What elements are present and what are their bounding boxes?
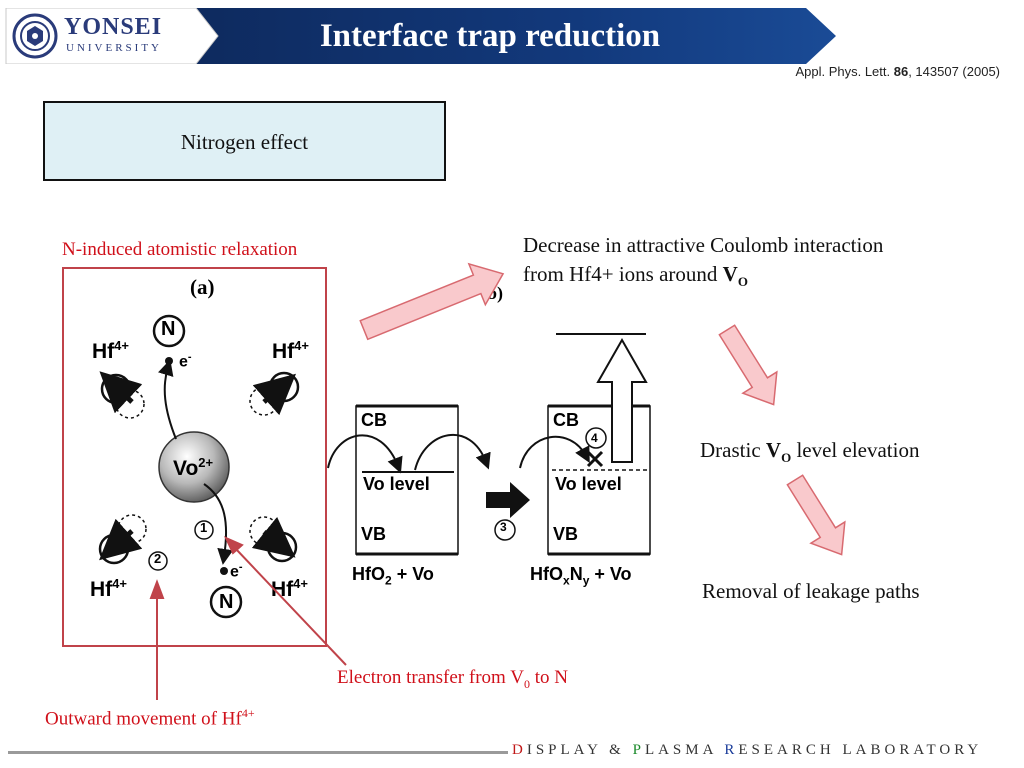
hf-top-left-charge: 4+	[114, 338, 129, 353]
university-seal-icon	[12, 13, 58, 59]
oxygen-vacancy	[158, 431, 230, 503]
footer-esearch: ESEARCH	[738, 742, 835, 758]
vo-charge: 2+	[198, 455, 214, 470]
panel-b-label: b)	[487, 283, 504, 303]
hf-top-left-text: Hf	[92, 340, 115, 363]
outward-movement-label: Outward movement of Hf4+	[45, 706, 255, 730]
hfo2-caption-pre: HfO	[352, 564, 385, 584]
elevation-text: Drastic VO level elevation	[700, 436, 919, 472]
step-4-label: 4	[591, 431, 598, 445]
elevation-post: level elevation	[791, 438, 920, 462]
citation: Appl. Phys. Lett. 86, 143507 (2005)	[720, 64, 1000, 79]
hfoxny-caption-sub1: x	[563, 573, 570, 588]
coulomb-vo-v: V	[722, 262, 738, 286]
citation-suffix: , 143507 (2005)	[908, 64, 1000, 79]
cb-label-right: CB	[553, 410, 579, 430]
coulomb-vo-sub: O	[737, 274, 748, 290]
hfoxny-caption: HfOxNy + Vo	[530, 564, 632, 588]
vo-text: Vo	[173, 457, 199, 480]
nitrogen-bottom-label: N	[219, 591, 234, 613]
pink-arrow-to-elevation	[718, 324, 778, 406]
logo-sub-text: UNIVERSITY	[66, 42, 162, 54]
vb-label-left: VB	[361, 524, 387, 544]
nitrogen-top-label: N	[161, 318, 176, 340]
hfoxny-caption-sub2: y	[582, 573, 590, 588]
hf-ion-top-right	[268, 371, 300, 403]
step-1-label: 1	[200, 520, 208, 535]
level-up-arrow	[596, 337, 648, 463]
electron-transfer-pre: Electron transfer from V	[337, 667, 524, 688]
hfoxny-caption-mid: N	[569, 564, 583, 584]
hfo2-caption-sub: 2	[385, 573, 392, 588]
hf-top-right-label: Hf4+	[272, 338, 309, 364]
footer-laboratory: LABORATORY	[842, 742, 983, 758]
figure-b	[327, 333, 651, 556]
step-3-label: 3	[500, 520, 507, 534]
vo-level-label-left: Vo level	[363, 474, 430, 494]
hfo2-caption: HfO2 + Vo	[352, 564, 434, 588]
vo-label: Vo2+	[173, 455, 213, 481]
pink-arrow-to-removal	[786, 474, 846, 556]
panel-a-label: (a)	[190, 275, 215, 299]
footer-lasma: LASMA	[644, 742, 717, 758]
coulomb-line-1: Decrease in attractive Coulomb interacti…	[523, 233, 884, 257]
footer-line	[8, 751, 508, 754]
vo-level-label-right: Vo level	[555, 474, 622, 494]
vb-label-right: VB	[553, 524, 579, 544]
footer-p: P	[632, 742, 645, 758]
elevation-pre: Drastic	[700, 438, 766, 462]
header-band	[5, 8, 836, 64]
cb-label-left: CB	[361, 410, 387, 430]
electron-transfer-label: Electron transfer from V0 to N	[337, 667, 568, 692]
hf-bottom-left-charge: 4+	[112, 576, 127, 591]
hf-bottom-left-label: Hf4+	[90, 576, 127, 602]
hf-bottom-right-label: Hf4+	[271, 576, 308, 602]
hf-top-left-label: Hf4+	[92, 338, 129, 364]
hfoxny-caption-post: + Vo	[589, 564, 632, 584]
figure-a	[98, 314, 300, 619]
footer-d: D	[512, 742, 527, 758]
relaxation-label: N-induced atomistic relaxation	[62, 239, 298, 260]
step-2-label: 2	[154, 551, 162, 566]
outward-movement-sup: 4+	[241, 706, 255, 720]
footer-amp: &	[609, 742, 625, 758]
hf-bottom-left-text: Hf	[90, 578, 113, 601]
hf-bottom-right-text: Hf	[271, 578, 294, 601]
coulomb-line-2: from Hf4+ ions around VO	[523, 260, 1003, 296]
electron-bottom-charge: -	[238, 561, 243, 573]
hfo2-band-box	[355, 405, 459, 555]
electron-top-charge: -	[187, 351, 192, 363]
transition-arrow	[486, 482, 530, 518]
electron-bottom-text: e	[230, 563, 239, 581]
coulomb-text: Decrease in attractive Coulomb interacti…	[523, 231, 1003, 296]
nitrogen-top	[152, 314, 186, 348]
footer-r: R	[724, 742, 739, 758]
figure-a-frame	[62, 267, 327, 647]
citation-prefix: Appl. Phys. Lett.	[795, 64, 894, 79]
outward-movement-pre: Outward movement of Hf	[45, 708, 242, 730]
hfo2-caption-post: + Vo	[391, 564, 434, 584]
electron-bottom-label: e-	[230, 561, 243, 581]
university-logo: YONSEI UNIVERSITY	[12, 12, 202, 60]
electron-transfer-post: to N	[529, 667, 568, 688]
footer-lab-name: DISPLAY & PLASMA RESEARCH LABORATORY	[512, 742, 982, 759]
coulomb-line-2-text: from Hf4+ ions around	[523, 262, 723, 286]
citation-volume: 86	[893, 64, 909, 79]
logo-main-text: YONSEI	[64, 14, 163, 40]
hfoxny-caption-pre: HfO	[530, 564, 563, 584]
electron-top-label: e-	[179, 351, 192, 371]
footer-isplay: ISPLAY	[526, 742, 602, 758]
hf-bottom-right-charge: 4+	[293, 576, 308, 591]
page-title: Interface trap reduction	[319, 18, 661, 54]
hf-top-right-charge: 4+	[294, 338, 309, 353]
nitrogen-effect-box: Nitrogen effect	[43, 101, 446, 181]
electron-top-text: e	[179, 353, 188, 371]
electron-transfer-sub: 0	[523, 676, 530, 691]
hf-top-right-text: Hf	[272, 340, 295, 363]
elevation-vo-sub: O	[781, 450, 792, 466]
removal-text: Removal of leakage paths	[702, 579, 920, 603]
elevation-vo-v: V	[765, 438, 782, 462]
